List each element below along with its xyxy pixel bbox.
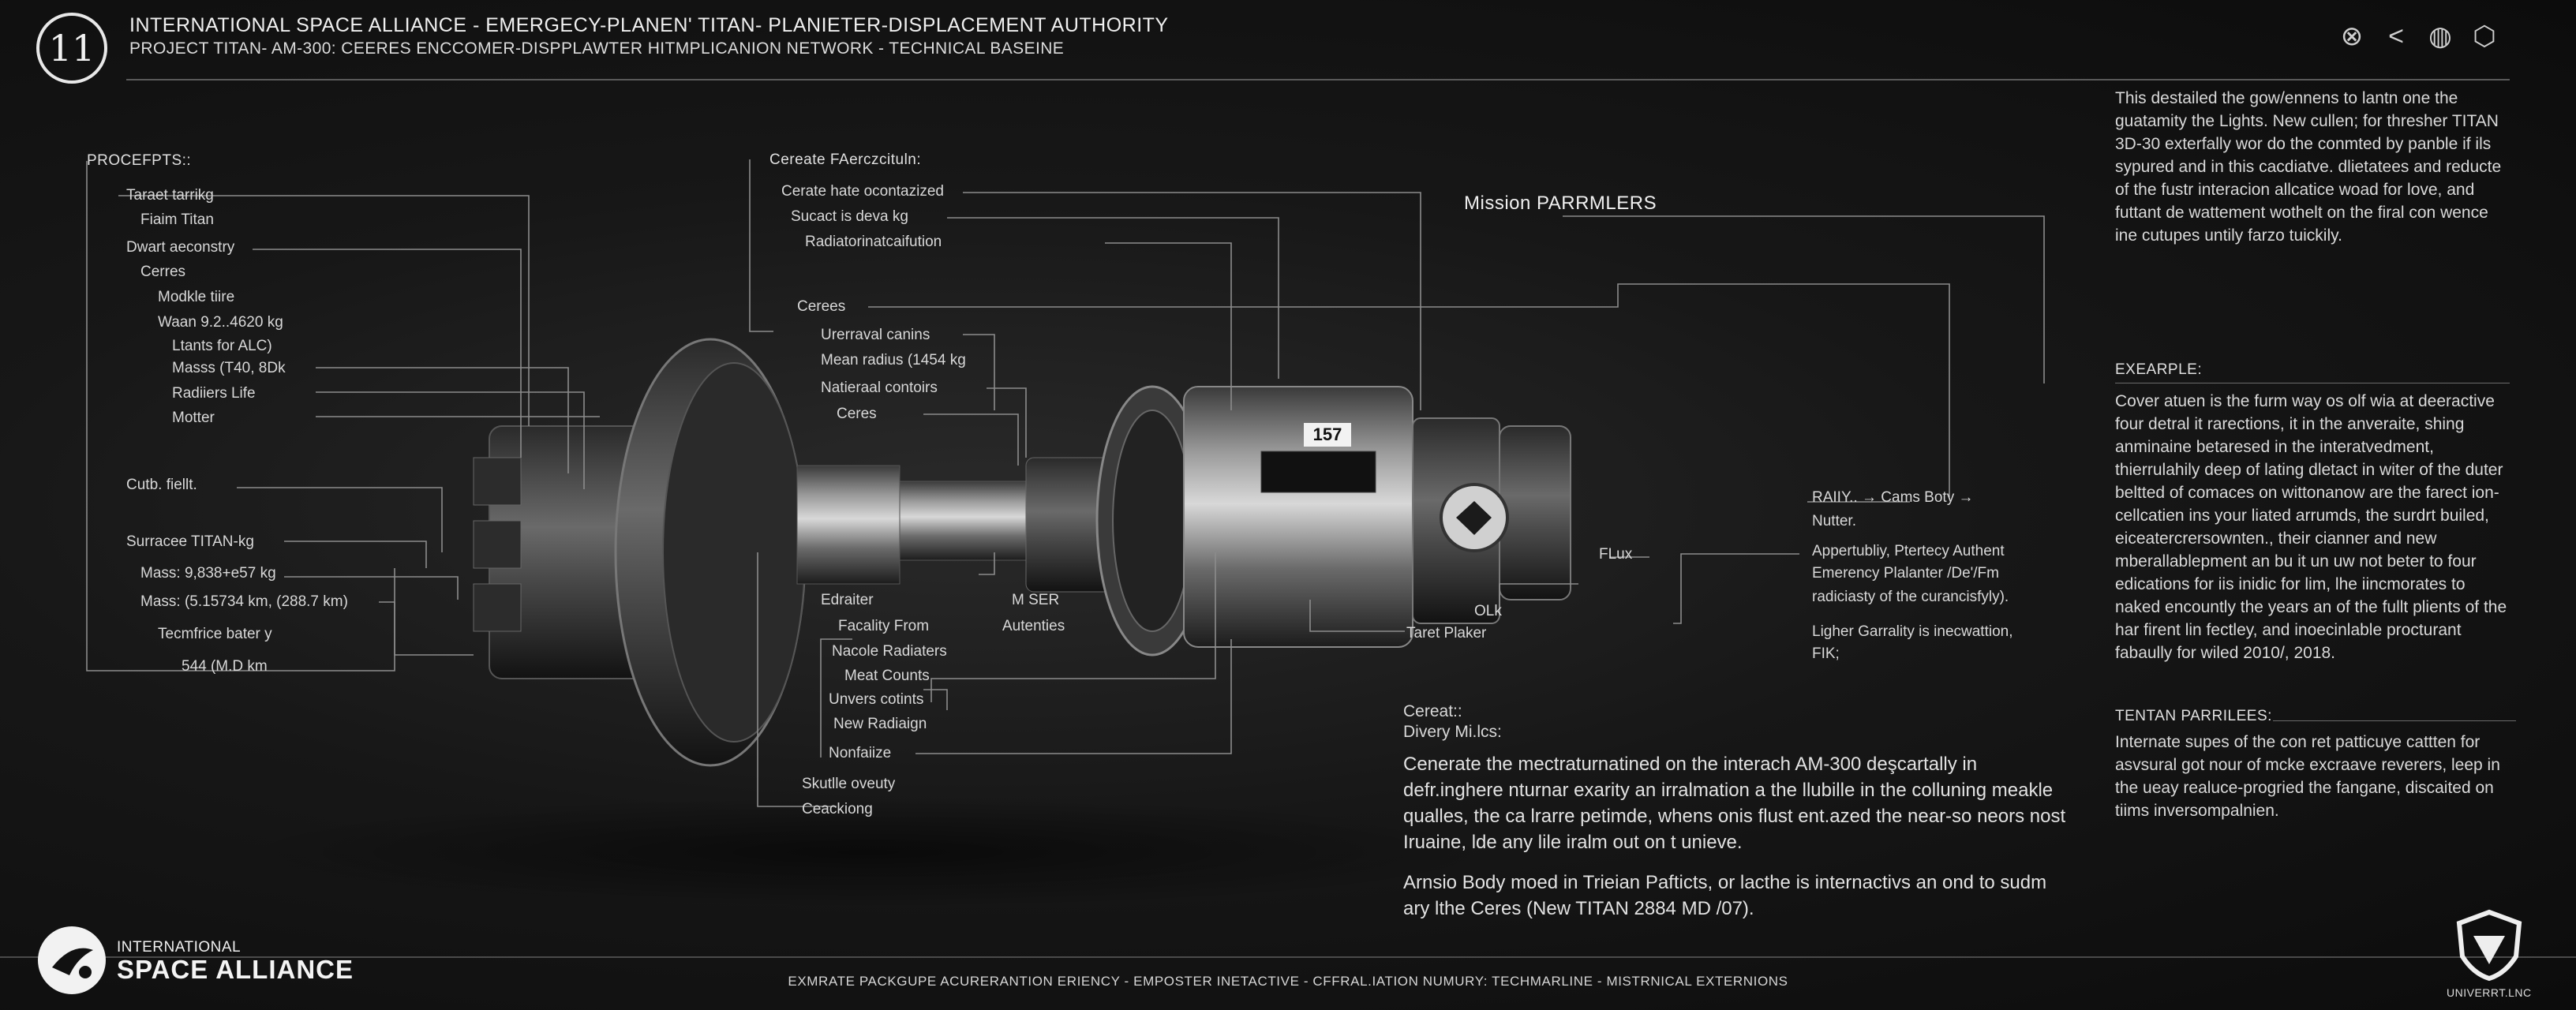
tentan-text: Internate supes of the con ret patticuye… [2115, 733, 2500, 820]
footer-corp: UNIVERRT.LNC [2447, 986, 2532, 999]
tentan-divider [2273, 720, 2516, 721]
center-top-item: Sucact is deva kg [791, 208, 908, 225]
leader-lines [86, 159, 2045, 807]
bottom-label-1: Cereat:: [1403, 702, 1462, 720]
right-label-nutter: Nutter. [1812, 513, 1856, 529]
header-title: INTERNATIONAL SPACE ALLIANCE - EMERGECY-… [129, 14, 1169, 36]
tentan-title: TENTAN PARRILEES: [2115, 708, 2272, 724]
hexagon-glyph: ⬡ [2473, 21, 2496, 51]
mission-title: Mission PARRMLERS [1464, 193, 1657, 214]
center-bottom-item: Nonfaiize [829, 745, 892, 761]
left-item: Taraet tarrikg [126, 187, 214, 204]
center-top-item: Urerraval canins [821, 327, 930, 343]
right-label-emerency: Emerency Plalanter /De'/Fm [1812, 565, 1999, 582]
bottom-paragraph-1: Cenerate the mectraturnatined on the int… [1403, 754, 2066, 853]
header-badge-number: 11 [48, 27, 95, 69]
left-item: Mass: (5.15734 km, (288.7 km) [140, 593, 348, 610]
left-item: Waan 9.2..4620 kg [158, 314, 283, 331]
bottom-label-2: Divery Mi.lcs: [1403, 723, 1502, 741]
left-item: Surracee TITAN-kg [126, 533, 254, 550]
center-bottom-item: New Radiaign [833, 716, 927, 732]
center-bottom-item: Facality From [838, 618, 930, 634]
center-bottom-item: Skutlle oveuty [802, 776, 896, 792]
globe-icon[interactable]: ◍ [2421, 17, 2459, 55]
corp-shield-icon [2453, 909, 2525, 982]
thrust-dish [614, 338, 807, 767]
left-item: Fiaim Titan [140, 211, 214, 228]
right-label-lighter: Ligher Garrality is inecwattion, [1812, 623, 2013, 640]
right-label-appertubliy: Appertubliy, Ptertecy Authent [1812, 543, 2005, 559]
left-item: Radiiers Life [172, 385, 256, 402]
header-divider [126, 79, 2510, 80]
center-bottom-item: Ceackiong [802, 801, 873, 817]
left-item: Motter [172, 410, 215, 426]
center-bottom-item: M SER [1012, 592, 1060, 608]
right-label-radiciasty: radiciasty of the curancisfyly). [1812, 589, 2009, 605]
left-item: Modkle tiire [158, 289, 235, 305]
center-top-item: Cerees [797, 298, 846, 315]
right-label-taret: Taret Plaker [1406, 625, 1487, 642]
gear-ring [1095, 385, 1209, 656]
globe-glyph: ◍ [2428, 21, 2452, 51]
bottom-paragraph-2: Arnsio Body moed in Trieian Pafticts, or… [1403, 872, 2047, 919]
shield-x-glyph: ⊗ [2340, 21, 2364, 51]
header-badge: 11 [36, 13, 107, 84]
left-item: Tecmfrice bater y [158, 626, 272, 642]
example-title: EXEARPLE: [2115, 361, 2203, 378]
vehicle-shadow [237, 797, 1500, 907]
center-top-title: Cereate FAerczcituln: [769, 152, 922, 168]
left-item: Ltants for ALC) [172, 338, 272, 354]
center-bottom-item: Edraiter [821, 592, 874, 608]
right-label-flux: FLux [1599, 546, 1633, 563]
center-top-item: Ceres [837, 406, 877, 422]
example-text: Cover atuen is the furm way os olf wia a… [2115, 392, 2507, 662]
left-item: Cutb. fiellt. [126, 477, 197, 493]
hexagon-icon[interactable]: ⬡ [2466, 17, 2503, 55]
engine-block [473, 425, 648, 679]
shield-x-icon[interactable]: ⊗ [2333, 17, 2371, 55]
center-top-item: Mean radius (1454 kg [821, 352, 966, 368]
center-bottom-item: Nacole Radiaters [832, 643, 947, 660]
left-item: Masss (T40, 8Dk [172, 360, 286, 376]
center-top-item: Radiatorinatcaifution [805, 234, 942, 250]
share-icon[interactable]: < [2377, 17, 2415, 55]
center-top-item: Cerate hate ocontazized [781, 183, 944, 200]
footer-logo-big: SPACE ALLIANCE [117, 955, 354, 984]
center-top-item: Natieraal contoirs [821, 380, 938, 396]
intro-paragraph: This destailed the gow/ennens to lantn o… [2115, 89, 2502, 245]
share-glyph: < [2388, 21, 2404, 51]
right-label-olk: OLk [1474, 603, 1502, 619]
right-label-fik: FIK; [1812, 645, 1840, 662]
coupling [796, 457, 1121, 593]
main-hull [1183, 386, 1413, 648]
center-bottom-item: Autenties [1002, 618, 1065, 634]
footer-logo-small: INTERNATIONAL [117, 939, 242, 956]
left-item: 544 (M.D km [182, 658, 268, 675]
footer-center-text: EXMRATE PACKGUPE ACURERANTION ERIENCY - … [788, 974, 1788, 989]
right-label-rally: RAIIY.. → Cams Boty → [1812, 489, 1974, 506]
alliance-logo-icon [38, 926, 106, 994]
header-subtitle: PROJECT TITAN- AM-300: CEERES ENCCOMER-D… [129, 39, 1065, 58]
footer-divider [0, 956, 2576, 958]
left-panel-title: PROCEFPTS:: [87, 152, 192, 169]
left-item: Dwart aeconstry [126, 239, 235, 256]
left-item: Cerres [140, 264, 186, 280]
forward-module [1412, 417, 1571, 624]
center-bottom-item: Meat Counts [844, 668, 930, 684]
center-bottom-item: Unvers cotints [829, 691, 924, 708]
vehicle-tag: 157 [1304, 423, 1351, 447]
left-item: Mass: 9,838+e57 kg [140, 565, 276, 582]
